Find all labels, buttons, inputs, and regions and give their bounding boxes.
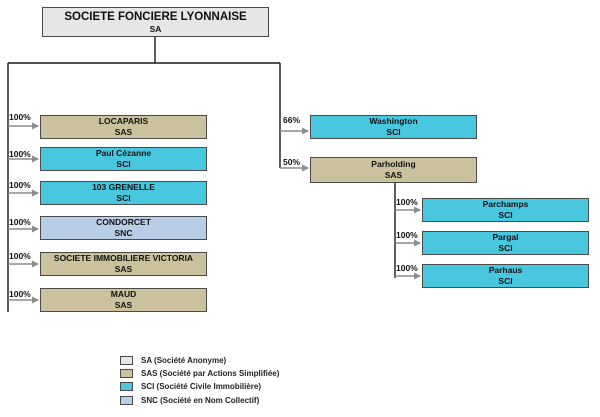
company-name: CONDORCET	[96, 217, 151, 227]
company-box-parhaus: Parhaus SCI	[422, 264, 589, 288]
ownership-percent: 100%	[9, 149, 31, 159]
legend-swatch	[120, 395, 133, 405]
legend-label: SAS (Société par Actions Simplifiée)	[141, 368, 280, 378]
ownership-percent: 100%	[9, 112, 31, 122]
company-name: MAUD	[110, 289, 137, 299]
ownership-percent: 100%	[396, 230, 418, 240]
legend-swatch	[120, 368, 133, 378]
company-type: SCI	[386, 127, 401, 137]
legend-item-sa: SA (Société Anonyme)	[120, 354, 226, 366]
company-box-parholding: Parholding SAS	[310, 157, 477, 183]
legend-item-sci: SCI (Société Civile Immobilière)	[120, 380, 261, 392]
company-type: SAS	[114, 127, 133, 137]
company-name: Paul Cézanne	[95, 148, 152, 158]
ownership-percent: 50%	[283, 157, 301, 167]
company-name: 103 GRENELLE	[92, 182, 155, 192]
legend-label: SCI (Société Civile Immobilière)	[141, 381, 262, 391]
ownership-percent: 100%	[396, 197, 418, 207]
legend-item-sas: SAS (Société par Actions Simplifiée)	[120, 367, 279, 379]
company-type: SCI	[498, 276, 513, 286]
root-company-name: SOCIETE FONCIERE LYONNAISE	[64, 10, 247, 23]
company-name: SOCIETE IMMOBILIERE VICTORIA	[53, 253, 194, 263]
company-name: Pargal	[492, 232, 519, 242]
ownership-percent: 100%	[9, 289, 31, 299]
company-type: SCI	[116, 159, 131, 169]
legend-label: SNC (Société en Nom Collectif)	[141, 395, 260, 405]
company-box-washington: Washington SCI	[310, 115, 477, 139]
ownership-percent: 100%	[9, 180, 31, 190]
company-type: SNC	[114, 228, 133, 238]
company-type: SAS	[384, 170, 403, 180]
company-type: SAS	[114, 300, 133, 310]
company-name: Parhaus	[488, 265, 523, 275]
company-box-parchamps: Parchamps SCI	[422, 198, 589, 222]
ownership-percent: 100%	[396, 263, 418, 273]
legend-swatch	[120, 355, 133, 365]
ownership-percent: 100%	[9, 217, 31, 227]
company-name: Parchamps	[482, 199, 529, 209]
company-box-locaparis: LOCAPARIS SAS	[40, 115, 207, 139]
company-box-condorcet: CONDORCET SNC	[40, 216, 207, 240]
company-type: SAS	[114, 264, 133, 274]
company-type: SCI	[116, 193, 131, 203]
company-name: LOCAPARIS	[98, 116, 149, 126]
company-name: Washington	[369, 116, 418, 126]
company-box-103-grenelle: 103 GRENELLE SCI	[40, 181, 207, 205]
company-box-pargal: Pargal SCI	[422, 231, 589, 255]
company-type: SCI	[498, 243, 513, 253]
ownership-percent: 66%	[283, 115, 301, 125]
company-box-maud: MAUD SAS	[40, 288, 207, 312]
legend-label: SA (Société Anonyme)	[141, 355, 227, 365]
company-type: SCI	[498, 210, 513, 220]
company-box-paul-cezanne: Paul Cézanne SCI	[40, 147, 207, 171]
root-company-box: SOCIETE FONCIERE LYONNAISE SA	[42, 7, 269, 37]
company-box-victoria: SOCIETE IMMOBILIERE VICTORIA SAS	[40, 252, 207, 276]
legend-item-snc: SNC (Société en Nom Collectif)	[120, 394, 259, 406]
legend-swatch	[120, 381, 133, 391]
ownership-percent: 100%	[9, 251, 31, 261]
root-company-type: SA	[149, 23, 162, 34]
company-name: Parholding	[371, 159, 416, 169]
